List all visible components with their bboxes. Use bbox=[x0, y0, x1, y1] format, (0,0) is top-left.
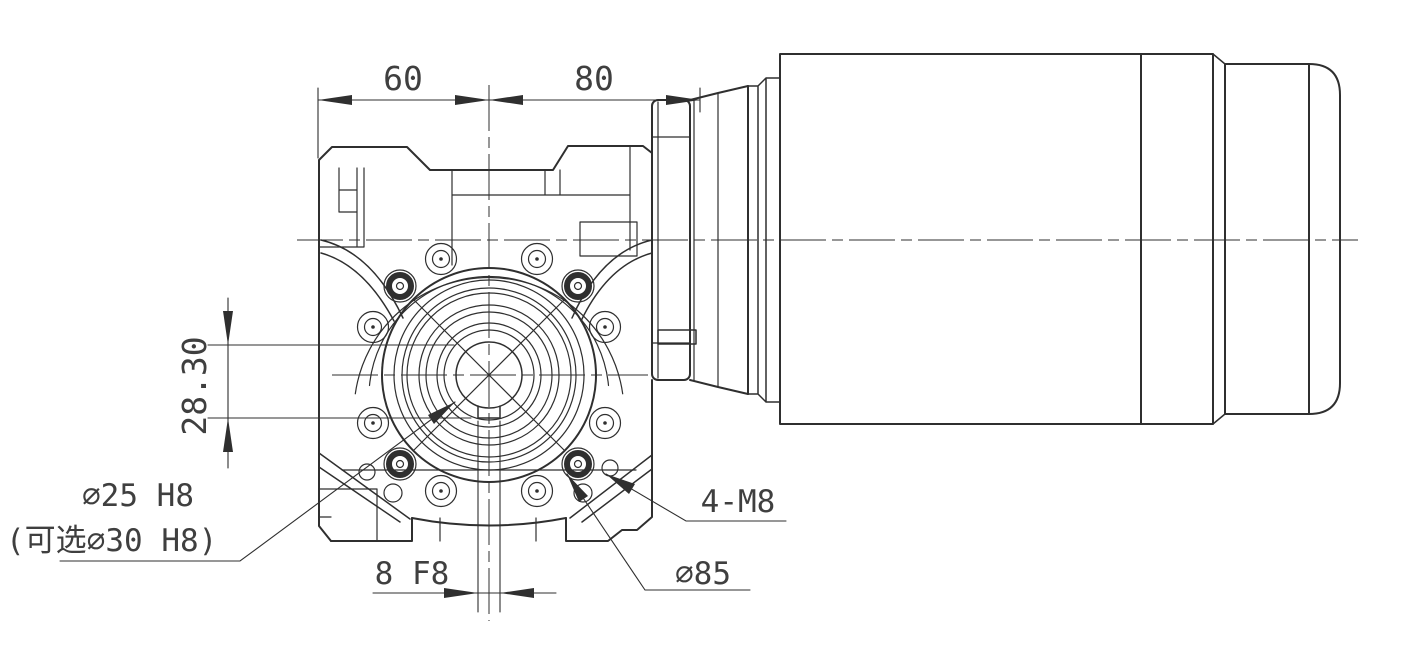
dim-60-label: 60 bbox=[383, 59, 423, 98]
dim-8f8-label: 8 F8 bbox=[375, 556, 450, 592]
side-view-motor bbox=[651, 53, 1341, 425]
tapped-holes-label: 4-M8 bbox=[701, 484, 776, 520]
housing-lower-right bbox=[565, 379, 653, 542]
dimension-60-80: 60 80 bbox=[317, 59, 701, 159]
bore-option-label: (可选∅30 H8) bbox=[6, 523, 217, 559]
dim-80-label: 80 bbox=[574, 59, 614, 98]
leader-output-bore: ∅25 H8 (可选∅30 H8) bbox=[6, 401, 456, 562]
bore-label: ∅25 H8 bbox=[82, 478, 194, 514]
bolt-circle-label: ∅85 bbox=[675, 556, 731, 592]
output-bore bbox=[455, 341, 523, 409]
motor-body bbox=[779, 53, 1214, 425]
corner-tapped-holes bbox=[358, 459, 619, 503]
cap-chamfers bbox=[1212, 53, 1226, 425]
left-foot bbox=[330, 517, 413, 542]
diagonal-crosshair bbox=[413, 299, 565, 451]
dimension-28-30: 28.30 bbox=[175, 297, 472, 469]
centerlines bbox=[297, 85, 1358, 621]
motor-rear-cap bbox=[1224, 63, 1341, 415]
housing-interior bbox=[318, 145, 638, 266]
feet-details bbox=[318, 469, 637, 542]
leader-4-m8: 4-M8 bbox=[605, 473, 787, 522]
flange-lug bbox=[657, 329, 697, 345]
bolt-bosses bbox=[356, 242, 622, 508]
plate-edge-arc bbox=[354, 276, 624, 395]
plate-chamfers bbox=[318, 452, 653, 523]
bottom-arc bbox=[411, 517, 567, 527]
dimension-8-f8: 8 F8 bbox=[372, 420, 557, 613]
housing-outline bbox=[318, 145, 653, 542]
bearing-ring bbox=[747, 77, 781, 403]
wing-arcs bbox=[320, 239, 653, 322]
leader-bolt-circle: ∅85 bbox=[566, 473, 751, 592]
dim-28-30-label: 28.30 bbox=[175, 336, 214, 435]
front-view-housing bbox=[318, 145, 653, 542]
keyway-slot bbox=[477, 405, 501, 419]
